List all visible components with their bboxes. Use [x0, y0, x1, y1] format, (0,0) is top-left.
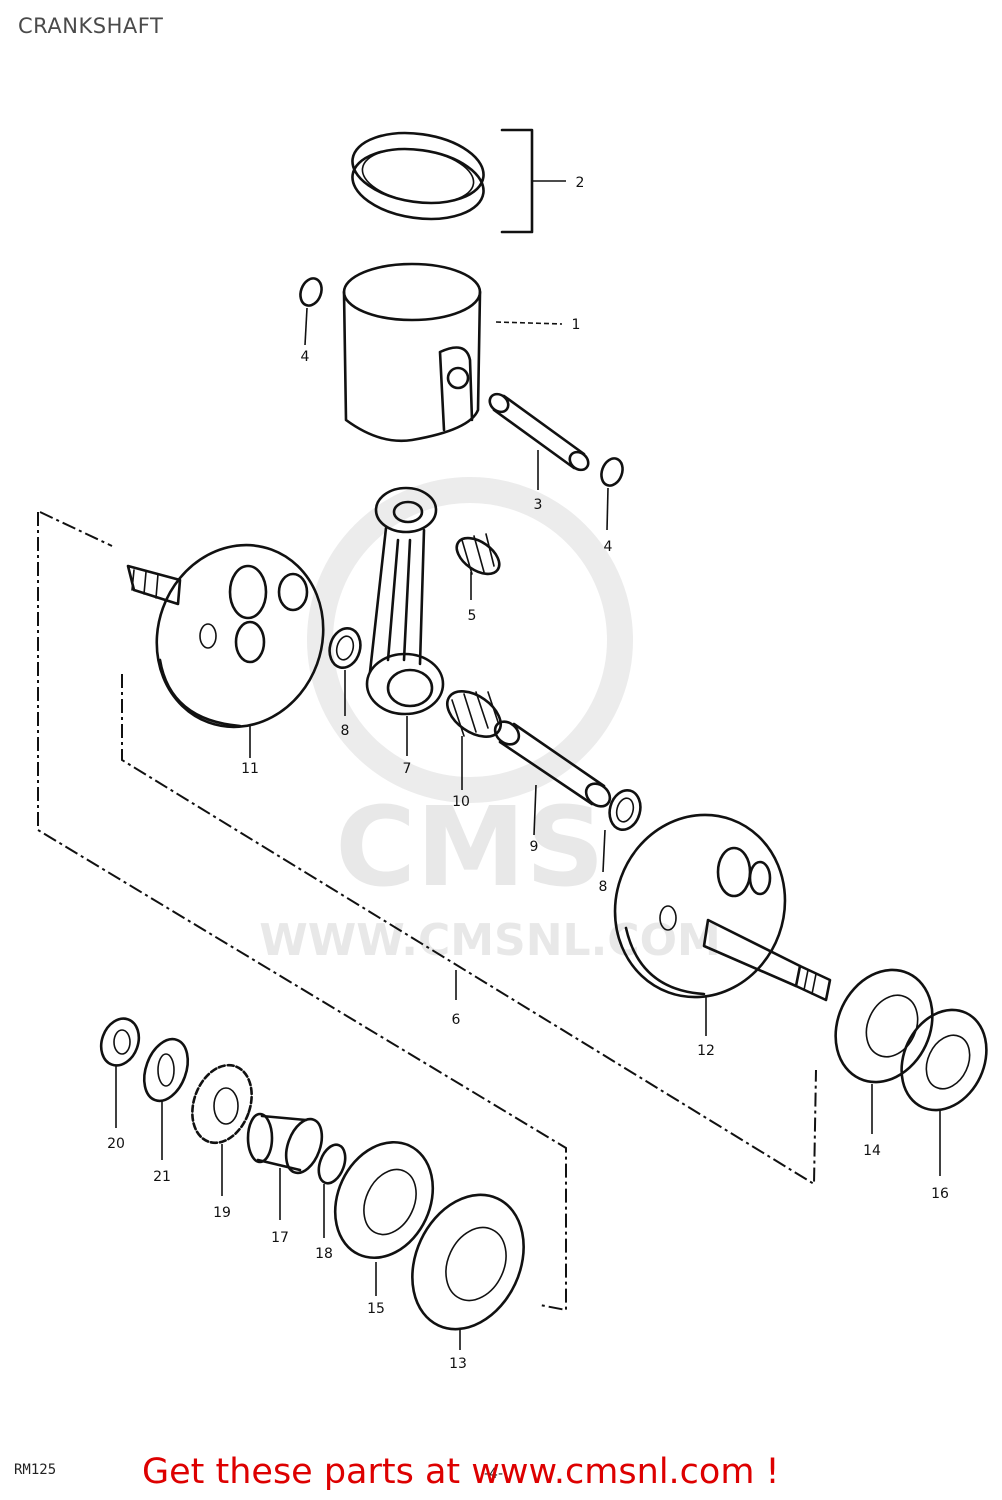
callout-2: 2 — [576, 175, 585, 191]
callout-16: 16 — [931, 1186, 949, 1202]
part-thrust-washer-right[interactable] — [602, 787, 645, 873]
part-piston-rings[interactable] — [348, 125, 566, 234]
callout-10: 10 — [452, 794, 470, 810]
part-needle-bearing-big-end[interactable] — [439, 682, 509, 790]
part-crankshaft-left[interactable] — [126, 522, 349, 758]
callout-3: 3 — [534, 497, 543, 513]
part-washer-21[interactable] — [136, 1033, 195, 1160]
page-number: -4- — [484, 1466, 504, 1482]
callout-12: 12 — [697, 1043, 715, 1059]
part-o-ring-18[interactable] — [314, 1141, 350, 1238]
part-nut-20[interactable] — [95, 1013, 145, 1128]
part-oil-seal-16[interactable] — [886, 996, 1002, 1176]
callout-4a: 4 — [301, 349, 310, 365]
callout-13: 13 — [449, 1356, 467, 1372]
callout-5: 5 — [468, 608, 477, 624]
part-crank-pin[interactable] — [491, 717, 615, 836]
part-bearing-15[interactable] — [317, 1126, 451, 1296]
parts-link-banner[interactable]: Get these parts at www.cmsnl.com ! — [142, 1452, 780, 1492]
part-circlip-upper[interactable] — [297, 275, 325, 346]
part-thrust-washer-left[interactable] — [325, 625, 364, 716]
callout-14: 14 — [863, 1143, 881, 1159]
callout-8b: 8 — [599, 879, 608, 895]
part-connecting-rod[interactable] — [365, 486, 445, 756]
part-spacer-17[interactable] — [246, 1112, 329, 1220]
watermark-brand: CMS — [335, 783, 604, 911]
part-needle-bearing-small-end[interactable] — [450, 531, 505, 600]
part-circlip-lower[interactable] — [598, 455, 626, 531]
callout-labels: 2 1 4 3 4 5 8 11 7 10 9 8 6 12 20 14 21 … — [107, 175, 949, 1372]
callout-6: 6 — [452, 1012, 461, 1028]
callout-17: 17 — [271, 1230, 289, 1246]
part-bearing-13[interactable] — [391, 1177, 544, 1350]
part-piston[interactable] — [342, 262, 563, 443]
callout-21: 21 — [153, 1169, 171, 1185]
callout-20: 20 — [107, 1136, 125, 1152]
callout-4b: 4 — [604, 539, 613, 555]
callout-19: 19 — [213, 1205, 231, 1221]
callout-1: 1 — [572, 317, 581, 333]
model-code: RM125 — [14, 1462, 57, 1478]
part-bearing-right-14[interactable] — [818, 954, 950, 1134]
callout-9: 9 — [530, 839, 539, 855]
part-piston-pin[interactable] — [486, 390, 592, 490]
part-crankshaft-right[interactable] — [590, 791, 832, 1036]
watermark-url: WWW.CMSNL.COM — [259, 915, 721, 966]
assembly-bracket-crankshaft — [37, 511, 817, 1312]
callout-7: 7 — [403, 761, 412, 777]
callout-15: 15 — [367, 1301, 385, 1317]
cms-watermark: CMS WWW.CMSNL.COM — [259, 477, 721, 966]
callout-8a: 8 — [341, 723, 350, 739]
diagram-title: CRANKSHAFT — [18, 14, 164, 38]
callout-18: 18 — [315, 1246, 333, 1262]
callout-11: 11 — [241, 761, 259, 777]
part-gear-19[interactable] — [182, 1057, 262, 1196]
